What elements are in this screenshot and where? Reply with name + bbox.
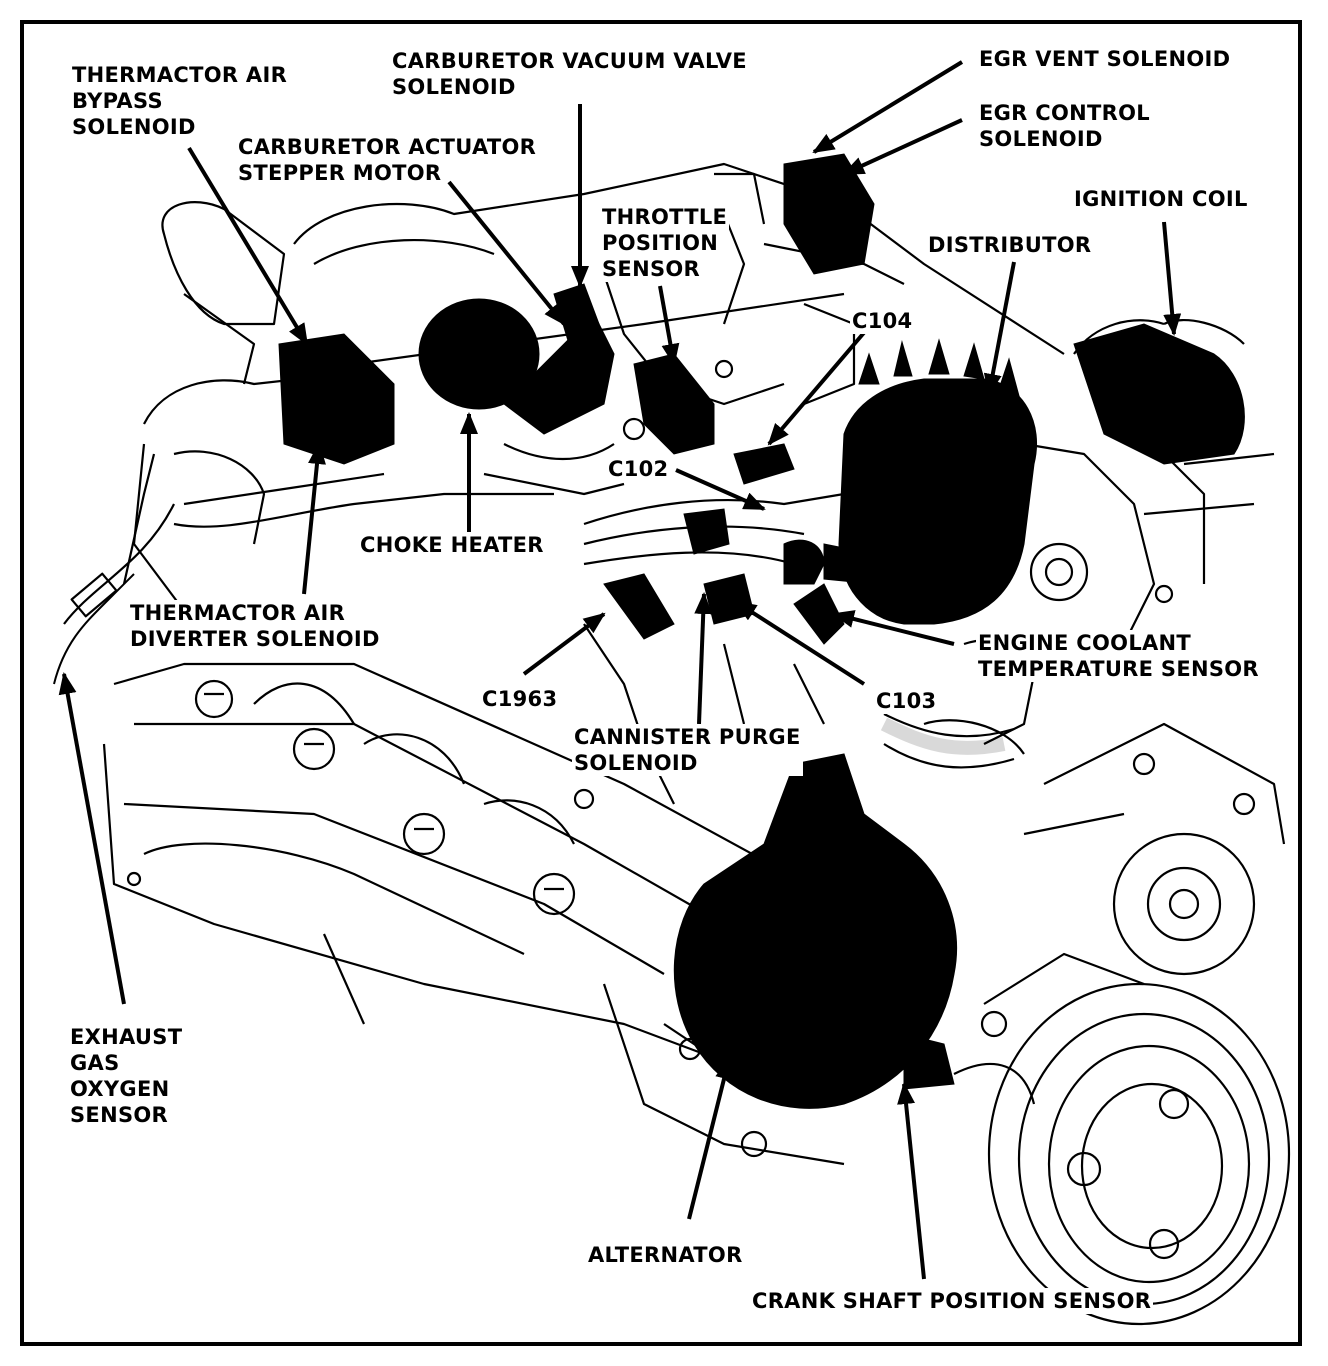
canister-purge-body <box>703 573 755 625</box>
throttle-position-sensor-body <box>633 353 715 455</box>
label-exhaust-gas-oxygen-sensor: EXHAUST GAS OXYGEN SENSOR <box>68 1024 185 1128</box>
label-c103: C103 <box>874 688 939 714</box>
arrow-oxygen-sensor <box>58 672 126 1005</box>
arrow-c102 <box>675 468 766 511</box>
label-ignition-coil: IGNITION COIL <box>1074 187 1248 211</box>
engine-block-outline <box>53 162 1291 1326</box>
label-choke-heater: CHOKE HEATER <box>358 532 546 558</box>
arrow-c104 <box>767 326 870 446</box>
arrow-throttle-position <box>658 285 680 366</box>
carburetor-actuator-body <box>503 313 615 435</box>
label-alternator: ALTERNATOR <box>586 1242 745 1268</box>
alternator-body <box>673 753 958 1109</box>
label-thermactor-air-diverter-solenoid: THERMACTOR AIR DIVERTER SOLENOID <box>128 600 382 652</box>
c1963-connector-body <box>603 573 675 640</box>
arrow-alternator <box>687 1057 733 1220</box>
label-c102: C102 <box>606 456 671 482</box>
label-carburetor-vacuum-valve-solenoid: CARBURETOR VACUUM VALVE SOLENOID <box>392 49 747 99</box>
label-c104: C104 <box>850 308 915 334</box>
arrow-c103 <box>734 600 866 686</box>
ignition-coil-body <box>1073 323 1245 465</box>
c104-connector-body <box>733 443 795 485</box>
label-egr-vent-solenoid: EGR VENT SOLENOID <box>979 47 1231 71</box>
arrow-bypass-solenoid <box>187 146 309 346</box>
arrow-coolant-sensor <box>832 610 955 646</box>
label-cannister-purge-solenoid: CANNISTER PURGE SOLENOID <box>572 724 803 776</box>
label-egr-control-solenoid: EGR CONTROL SOLENOID <box>979 101 1150 151</box>
arrow-ignition-coil <box>1162 221 1182 336</box>
component-silhouettes <box>278 153 1245 1109</box>
label-c1963: C1963 <box>480 686 560 712</box>
label-thermactor-air-bypass-solenoid: THERMACTOR AIR BYPASS SOLENOID <box>72 63 288 139</box>
label-throttle-position-sensor: THROTTLE POSITION SENSOR <box>600 204 730 282</box>
distributor-cap-body <box>838 378 1038 625</box>
egr-solenoid-body <box>783 153 875 275</box>
arrow-crank-sensor <box>897 1082 926 1280</box>
stepper-motor-body <box>418 298 540 410</box>
label-carburetor-actuator-stepper-motor: CARBURETOR ACTUATOR STEPPER MOTOR <box>238 135 537 185</box>
leader-arrows <box>58 60 1182 1280</box>
arrow-diverter-solenoid <box>302 442 326 595</box>
bypass-solenoid-body <box>278 333 395 465</box>
c102-connector-body <box>683 508 730 555</box>
arrow-cannister-purge <box>694 592 713 725</box>
arrow-egr-control <box>842 118 963 176</box>
engine-illustration <box>53 60 1291 1326</box>
arrow-c1963 <box>522 612 606 676</box>
arrow-distributor <box>983 261 1016 396</box>
diagram-frame: THERMACTOR AIR BYPASS SOLENOID CARBURETO… <box>20 20 1302 1346</box>
label-distributor: DISTRIBUTOR <box>928 233 1092 257</box>
label-engine-coolant-temperature-sensor: ENGINE COOLANT TEMPERATURE SENSOR <box>976 630 1261 682</box>
label-crank-shaft-position-sensor: CRANK SHAFT POSITION SENSOR <box>750 1288 1154 1314</box>
arrow-egr-vent <box>812 60 964 154</box>
arrow-stepper-motor <box>447 180 566 326</box>
